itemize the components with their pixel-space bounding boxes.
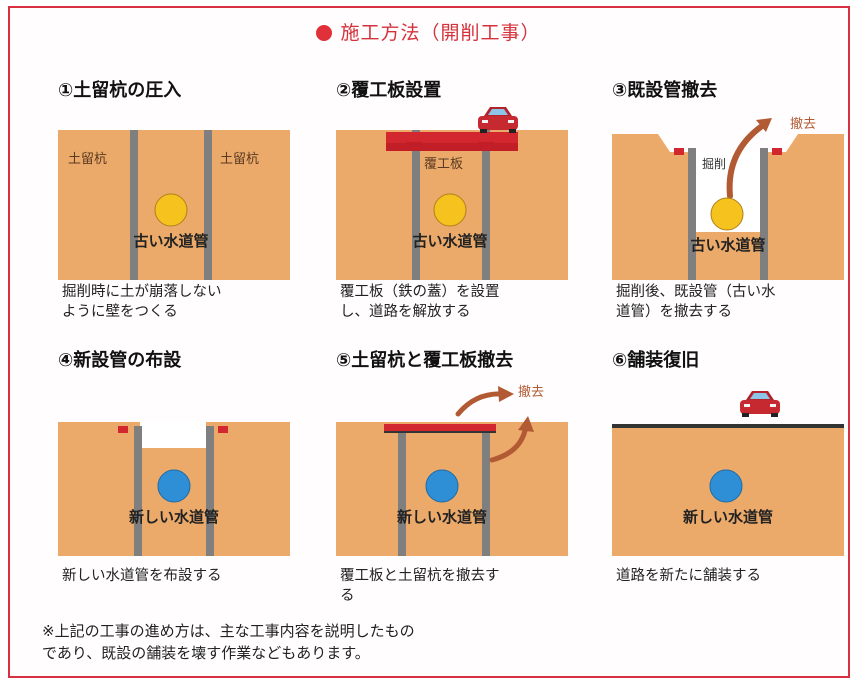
cover-plate-edge [384,431,496,433]
old-pipe [433,193,467,227]
cover-plate-support-left [406,142,422,150]
trench [140,422,206,448]
caption-line: 覆工板と土留杭を撤去する [340,566,580,606]
text-line: 覆工板（鉄の蓋）を設置 [340,284,500,300]
scene-2: 覆工板 古い水道管 [336,107,568,280]
old-pipe [154,193,188,227]
new-pavement [612,424,844,428]
pipe-label: 新しい水道管 [683,508,773,526]
caption-line: 道路を新たに舗装する [616,566,856,586]
text-line: ※上記の工事の進め方は、主な工事内容を説明したもの [42,622,415,640]
removal-label: 撤去 [518,384,544,400]
pile-cap-left [674,148,684,155]
pipe-label: 新しい水道管 [397,508,487,526]
sheet-pile-right [760,148,768,280]
text-line: ように壁をつくる [62,304,178,320]
step-title-6: ⑥舗装復旧 [612,350,700,371]
step-title-4: ④新設管の布設 [58,350,182,371]
step-caption-6: 道路を新たに舗装する [616,566,856,586]
outer-frame [8,6,850,678]
old-pipe [710,197,744,231]
plate-label: 覆工板 [424,157,463,172]
text-line: 掘削時に土が崩落しない [62,284,222,300]
soil-bottom [694,232,760,280]
sheet-pile-right [206,426,214,556]
scene-5: 撤去 新しい水道管 [336,384,568,572]
car-icon [740,391,780,417]
cover-plate-support-right [478,142,494,150]
caption-line: 掘削後、既設管（古い水道管）を撤去する [616,282,856,322]
scene-4: 新しい水道管 [58,422,290,572]
cover-plate-beam [386,143,518,151]
pipe-label: 古い水道管 [133,232,208,250]
step-caption-1: 掘削時に土が崩落しないように壁をつくる [62,282,302,322]
scene-6: 新しい水道管 [612,391,844,572]
removal-arrowhead [498,386,514,402]
text-line: 道管）を撤去する [616,304,732,320]
caption-line: 新しい水道管を布設する [62,566,302,586]
sheet-pile-right [482,433,490,556]
page-title: 施工方法（開削工事） [0,18,857,45]
text-line: 覆工板と土留杭を撤去す [340,568,500,584]
caption-line: 掘削時に土が崩落しないように壁をつくる [62,282,302,322]
pipe-label: 新しい水道管 [129,508,219,526]
cover-plate [384,424,496,432]
sheet-pile-left [134,426,142,556]
removal-arrowhead [756,118,772,132]
pile-label-right: 土留杭 [220,152,259,167]
text-line: し、道路を解放する [340,304,471,320]
step-title-5: ⑤土留杭と覆工板撤去 [336,350,514,371]
page-title-text: 施工方法（開削工事） [340,22,541,44]
text-line: 道路を新たに舗装する [616,568,761,584]
step-caption-2: 覆工板（鉄の蓋）を設置し、道路を解放する [340,282,580,322]
cover-plate [386,132,518,143]
text-line: る [340,588,355,604]
caption-line: 覆工板（鉄の蓋）を設置し、道路を解放する [340,282,580,322]
pile-cap-left [118,426,128,433]
sheet-pile-right [482,130,490,280]
removal-label: 撤去 [790,116,816,132]
pile-cap-right [218,426,228,433]
step-title-2: ②覆工板設置 [336,80,442,101]
step-title-3: ③既設管撤去 [612,80,718,101]
scene-1: 土留杭 土留杭 古い水道管 [58,130,290,280]
pile-label-left: 土留杭 [68,152,107,167]
pipe-label: 古い水道管 [412,232,487,250]
excavation-label: 掘削 [702,156,726,171]
step-caption-3: 掘削後、既設管（古い水道管）を撤去する [616,282,856,322]
new-pipe [425,469,459,503]
sheet-pile-left [412,130,420,280]
footnote-text: ※上記の工事の進め方は、主な工事内容を説明したものであり、既設の舗装を壊す作業な… [42,620,602,664]
removal-arrow-icon [726,123,765,199]
step-title-1: ①土留杭の圧入 [58,80,182,101]
scene-3: 掘削 撤去 古い水道管 [612,116,844,280]
step-caption-4: 新しい水道管を布設する [62,566,302,586]
car-icon [478,107,518,133]
footnote: ※上記の工事の進め方は、主な工事内容を説明したものであり、既設の舗装を壊す作業な… [42,620,602,664]
title-dot-icon [316,25,333,41]
new-pipe [157,469,191,503]
pile-cap-right [772,148,782,155]
text-line: 掘削後、既設管（古い水 [616,284,776,300]
text-line: 新しい水道管を布設する [62,568,222,584]
pipe-label: 古い水道管 [690,236,765,254]
sheet-pile-left [130,130,138,280]
text-line: であり、既設の舗装を壊す作業などもあります。 [42,644,370,662]
sheet-pile-right [204,130,212,280]
removal-arrowhead-2 [518,416,534,432]
new-pipe [709,469,743,503]
sheet-pile-left [688,148,696,280]
sheet-pile-left [398,433,406,556]
step-caption-5: 覆工板と土留杭を撤去する [340,566,580,606]
